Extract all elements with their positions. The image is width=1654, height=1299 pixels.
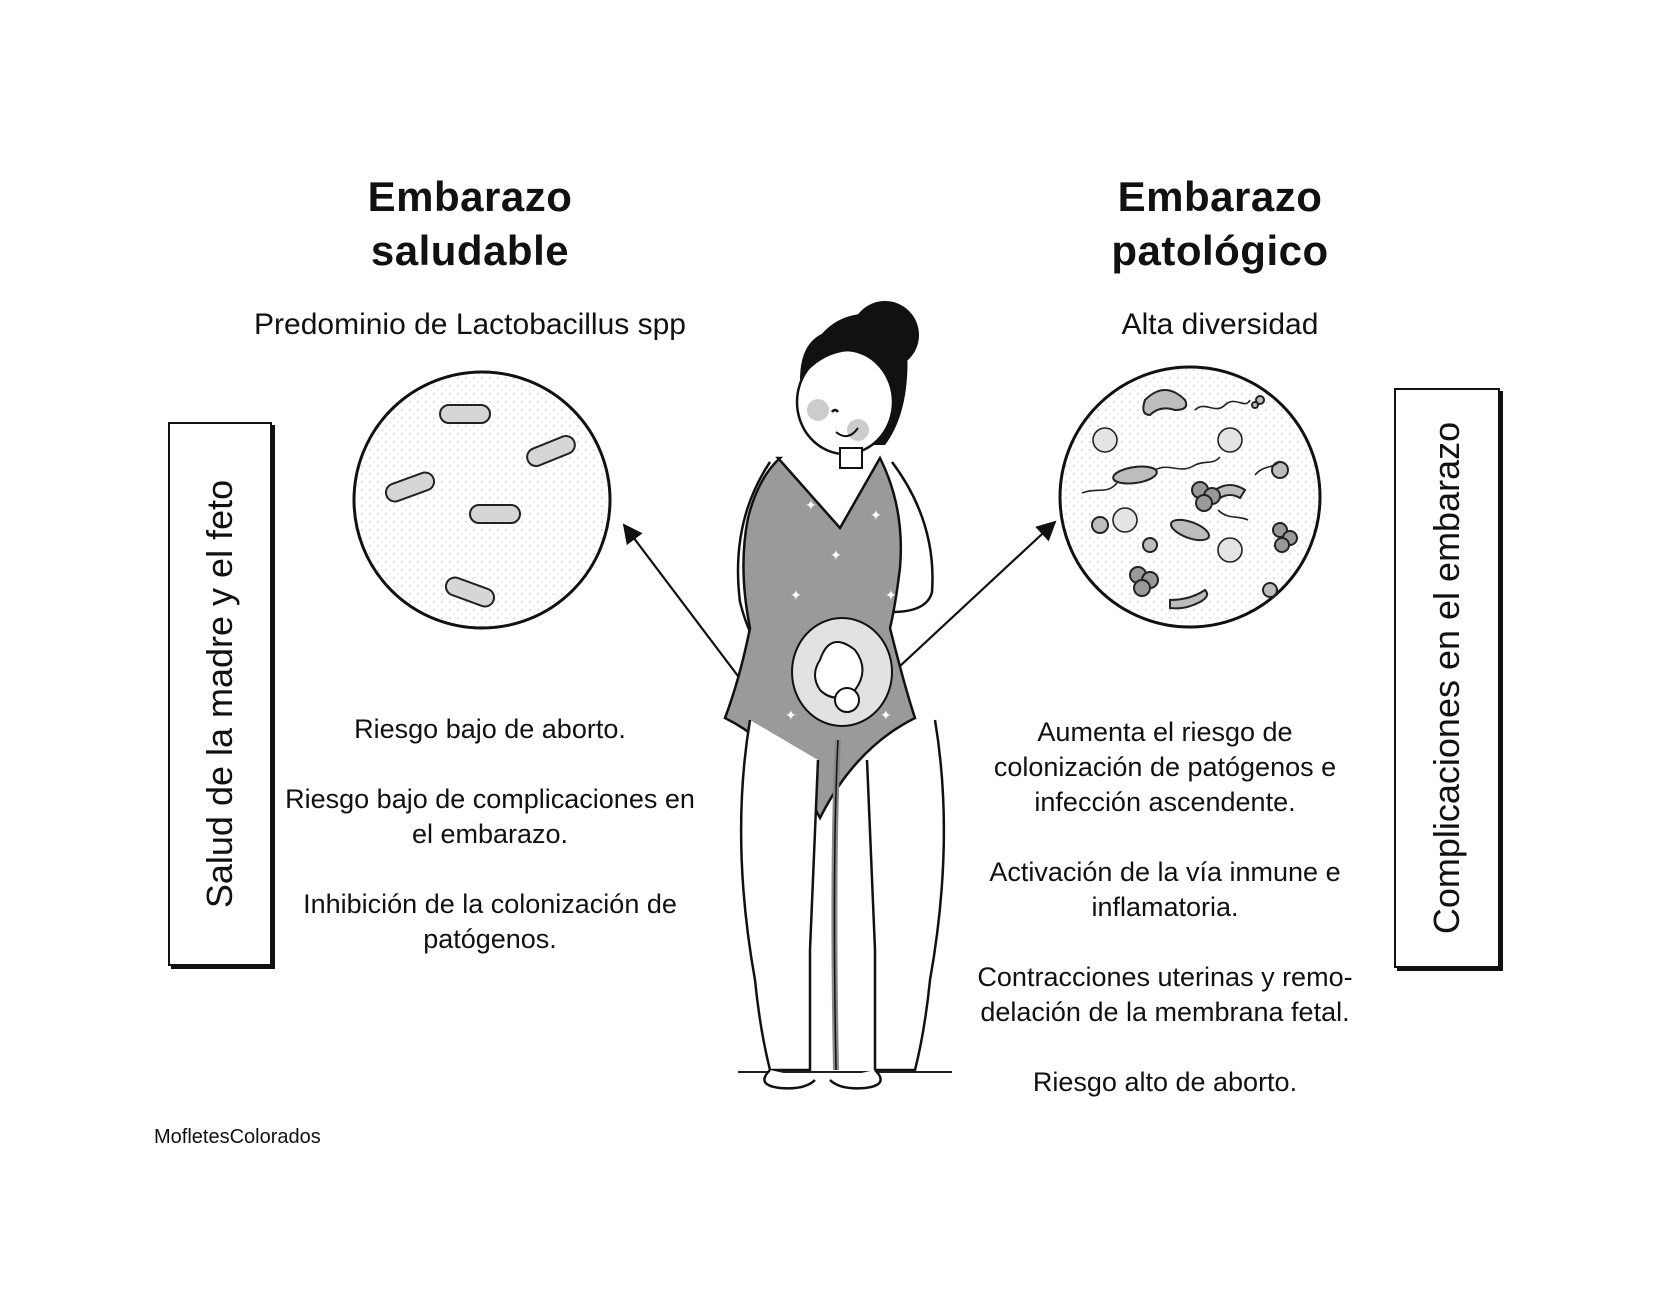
credit: MofletesColorados xyxy=(154,1126,321,1148)
svg-text:✦: ✦ xyxy=(790,587,802,603)
svg-text:✦: ✦ xyxy=(805,497,817,513)
svg-text:✦: ✦ xyxy=(785,707,797,723)
lactobacillus-circle-icon xyxy=(352,370,612,630)
pregnant-woman-illustration: ✦ ✦ ✦ ✦ ✦ ✦ ✦ xyxy=(723,301,952,1090)
left-subtitle: Predominio de Lactobacillus spp xyxy=(254,308,686,341)
left-item-1: Riesgo bajo de aborto. xyxy=(354,714,626,744)
left-item-2: Riesgo bajo de complicaciones en el emba… xyxy=(285,784,695,849)
right-subtitle: Alta diversidad xyxy=(1121,308,1319,341)
right-title: Embarazo patológico xyxy=(1070,170,1370,278)
right-side-label-box: Complicaciones en el embarazo xyxy=(1394,388,1500,968)
left-side-label-box: Salud de la madre y el feto xyxy=(168,422,272,966)
diverse-microbes-circle-icon xyxy=(1058,365,1322,629)
left-consequences: Riesgo bajo de aborto. Riesgo bajo de co… xyxy=(280,712,700,992)
svg-text:✦: ✦ xyxy=(880,707,892,723)
right-item-1: Aumenta el riesgo de colonización de pat… xyxy=(993,717,1337,817)
right-title-line1: Embarazo xyxy=(1117,173,1323,220)
svg-text:✦: ✦ xyxy=(885,587,897,603)
svg-text:✦: ✦ xyxy=(870,507,882,523)
left-title-line1: Embarazo xyxy=(367,173,573,220)
left-title-line2: saludable xyxy=(370,227,570,274)
right-consequences: Aumenta el riesgo de colonización de pat… xyxy=(960,715,1370,1135)
svg-text:✦: ✦ xyxy=(830,547,842,563)
right-item-4: Riesgo alto de aborto. xyxy=(1032,1067,1298,1097)
left-item-3: Inhibición de la colonización de patógen… xyxy=(303,889,677,954)
right-item-3: Contracciones uterinas y remo-delación d… xyxy=(977,962,1353,1027)
right-item-2: Activación de la vía inmune e inflamator… xyxy=(989,857,1341,922)
right-title-line2: patológico xyxy=(1111,227,1329,274)
left-title: Embarazo saludable xyxy=(330,170,610,278)
